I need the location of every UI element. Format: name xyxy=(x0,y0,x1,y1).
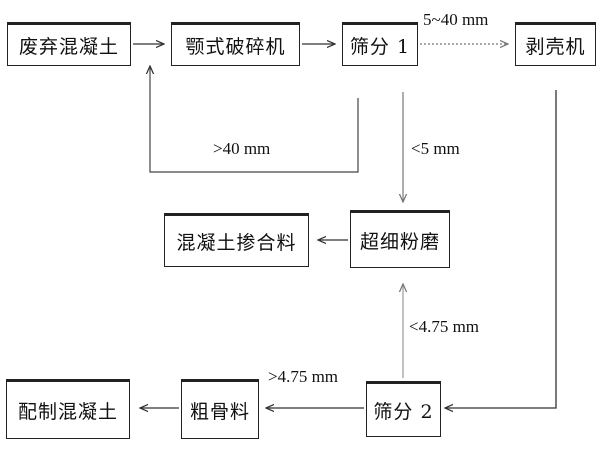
label-5-40mm: 5~40 mm xyxy=(423,10,489,29)
label-over-40mm: >40 mm xyxy=(213,139,271,158)
node-screen-2: 筛分 2 xyxy=(366,381,441,437)
node-ultrafine-grinding: 超细粉磨 xyxy=(350,210,450,268)
node-concrete-admixture: 混凝土掺合料 xyxy=(164,213,309,267)
label-over-4-75mm: >4.75 mm xyxy=(268,367,339,386)
node-prepared-concrete: 配制混凝土 xyxy=(6,379,130,439)
node-jaw-crusher: 颚式破碎机 xyxy=(171,22,300,66)
node-waste-concrete: 废弃混凝土 xyxy=(7,22,131,66)
arrow-husking-to-screen2 xyxy=(445,90,557,408)
node-screen-1: 筛分 1 xyxy=(342,22,418,66)
arrow-oversize-return xyxy=(150,66,359,173)
node-husking-machine: 剥壳机 xyxy=(515,22,596,66)
node-coarse-aggregate: 粗骨料 xyxy=(181,379,259,439)
label-under-5mm: <5 mm xyxy=(411,139,460,158)
label-under-4-75mm: <4.75 mm xyxy=(409,317,480,336)
